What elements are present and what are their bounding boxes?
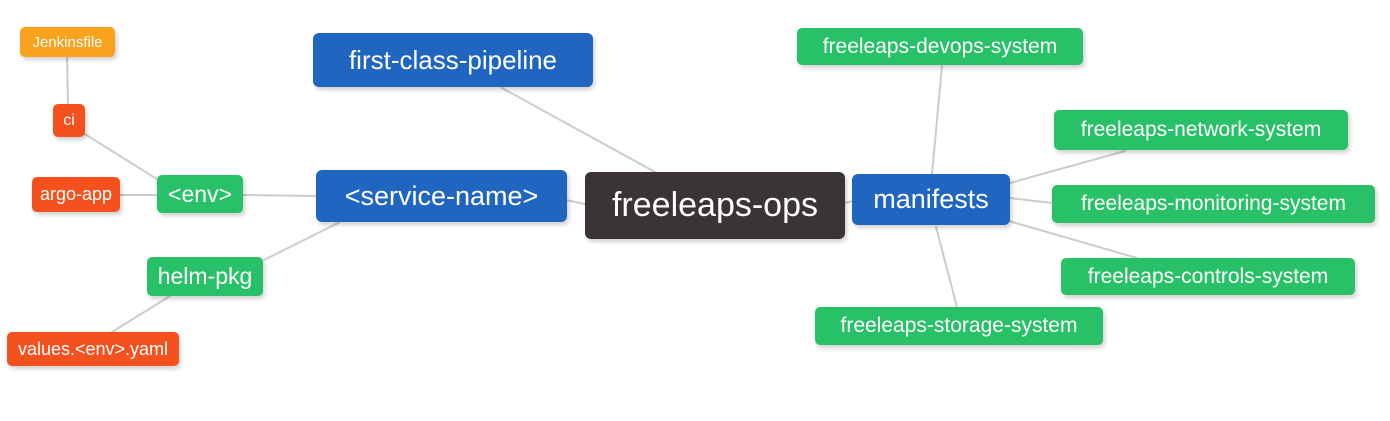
node-values-env-yaml[interactable]: values.<env>.yaml bbox=[7, 332, 179, 366]
node-first-class-pipeline[interactable]: first-class-pipeline bbox=[313, 33, 593, 87]
edge-line bbox=[935, 226, 958, 308]
edge-line bbox=[1009, 197, 1053, 204]
edge-line bbox=[565, 199, 586, 205]
node-freeleaps-storage-system[interactable]: freeleaps-storage-system bbox=[815, 307, 1103, 345]
edge-line bbox=[111, 295, 171, 333]
node-jenkinsfile[interactable]: Jenkinsfile bbox=[20, 27, 115, 57]
edge-line bbox=[242, 194, 317, 197]
edge-line bbox=[66, 56, 69, 105]
edge-line bbox=[1009, 150, 1126, 184]
node-service-name[interactable]: <service-name> bbox=[316, 170, 567, 222]
edge-line bbox=[263, 221, 341, 261]
node-ci[interactable]: ci bbox=[53, 104, 85, 137]
node-env[interactable]: <env> bbox=[157, 175, 243, 213]
node-argo-app[interactable]: argo-app bbox=[32, 177, 120, 212]
node-freeleaps-network-system[interactable]: freeleaps-network-system bbox=[1054, 110, 1348, 150]
node-helm-pkg[interactable]: helm-pkg bbox=[147, 257, 263, 296]
node-manifests[interactable]: manifests bbox=[852, 174, 1010, 225]
edge-line bbox=[1008, 220, 1138, 259]
node-freeleaps-ops-root[interactable]: freeleaps-ops bbox=[585, 172, 845, 239]
edge-line bbox=[931, 65, 943, 175]
edge-line bbox=[501, 87, 656, 173]
node-freeleaps-controls-system[interactable]: freeleaps-controls-system bbox=[1061, 258, 1355, 295]
node-freeleaps-monitoring-system[interactable]: freeleaps-monitoring-system bbox=[1052, 185, 1375, 223]
node-freeleaps-devops-system[interactable]: freeleaps-devops-system bbox=[797, 28, 1083, 65]
edge-line bbox=[79, 130, 161, 182]
